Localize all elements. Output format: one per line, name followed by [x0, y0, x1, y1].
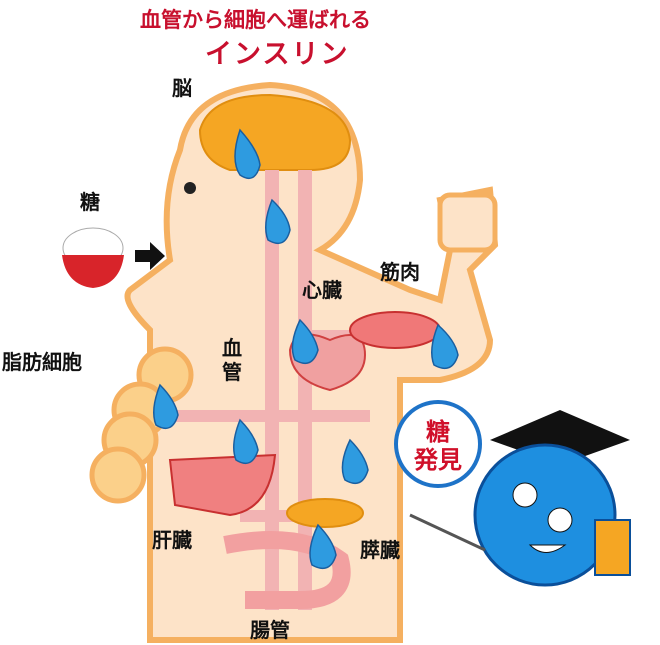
label-sugar: 糖 — [80, 190, 100, 214]
label-heart: 心臓 — [302, 278, 342, 302]
rice-bowl-icon — [62, 227, 124, 288]
label-liver: 肝臓 — [152, 528, 192, 552]
speech-bubble: 糖 発見 — [394, 400, 482, 488]
label-pancreas: 膵臓 — [360, 538, 400, 562]
professor-mascot — [409, 410, 631, 587]
bubble-line-1: 糖 — [426, 418, 450, 446]
fist — [437, 192, 498, 253]
liver — [168, 453, 277, 517]
intestine — [223, 531, 351, 609]
eye — [184, 182, 196, 194]
title-line-2: インスリン — [205, 39, 350, 70]
arrow-icon — [135, 242, 165, 270]
label-vessel-2: 管 — [222, 360, 242, 384]
title-line-1: 血管から細胞へ運ばれる — [140, 8, 371, 32]
label-fat-cells: 脂肪細胞 — [2, 350, 82, 374]
bubble-line-2: 発見 — [414, 446, 462, 474]
label-muscle: 筋肉 — [380, 260, 420, 284]
label-brain: 脳 — [172, 76, 192, 100]
muscle — [349, 311, 441, 349]
insulin-drops — [153, 128, 459, 570]
label-vessel-1: 血 — [222, 336, 242, 360]
label-intestine: 腸管 — [250, 618, 290, 642]
pancreas — [286, 498, 364, 528]
